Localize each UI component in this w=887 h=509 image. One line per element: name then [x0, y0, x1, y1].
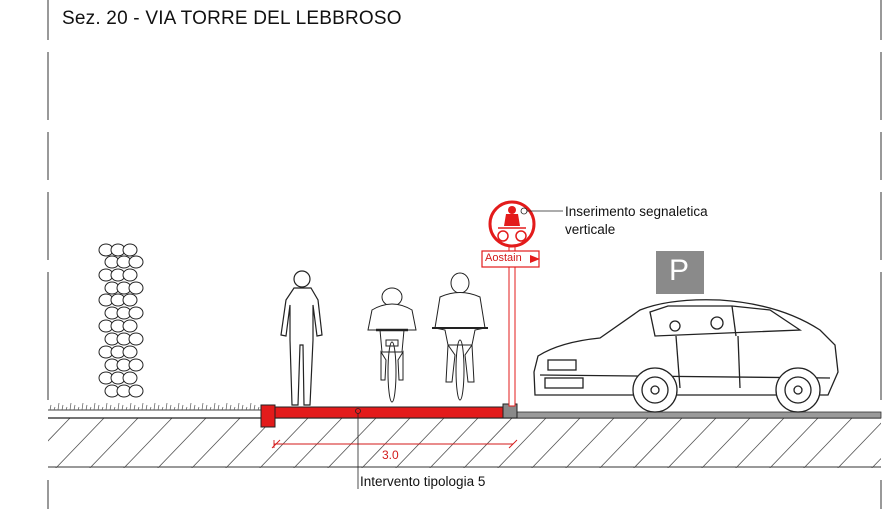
car: [533, 299, 839, 413]
grass: [49, 402, 260, 411]
intervention-callout-text: Intervento tipologia 5: [360, 474, 486, 489]
cyclist-rear: [432, 272, 488, 401]
stone-column: [98, 243, 144, 398]
sign-post: [481, 200, 540, 407]
section-title: Sez. 20 - VIA TORRE DEL LEBBROSO: [62, 8, 402, 29]
sign-leader: [520, 207, 563, 215]
sign-callout-line1: Inserimento segnaletica: [565, 204, 708, 219]
dimension-line: [271, 439, 518, 449]
parking-letter: P: [669, 254, 690, 287]
sign-callout-line2: verticale: [565, 222, 616, 237]
road-surface: [516, 411, 882, 419]
sign-callout-text: Inserimento segnaletica verticale: [565, 203, 708, 239]
pedestrian-figure: [280, 270, 323, 406]
lane-curb-left: [260, 404, 276, 428]
dimension-label: 3.0: [382, 448, 399, 462]
intervention-leader: [355, 408, 361, 489]
cycle-lane: [271, 406, 505, 419]
frame: [47, 0, 882, 509]
cyclist-front: [367, 287, 417, 403]
sign-plate-text: Aostain: [485, 252, 522, 264]
parking-sign: [656, 251, 704, 294]
